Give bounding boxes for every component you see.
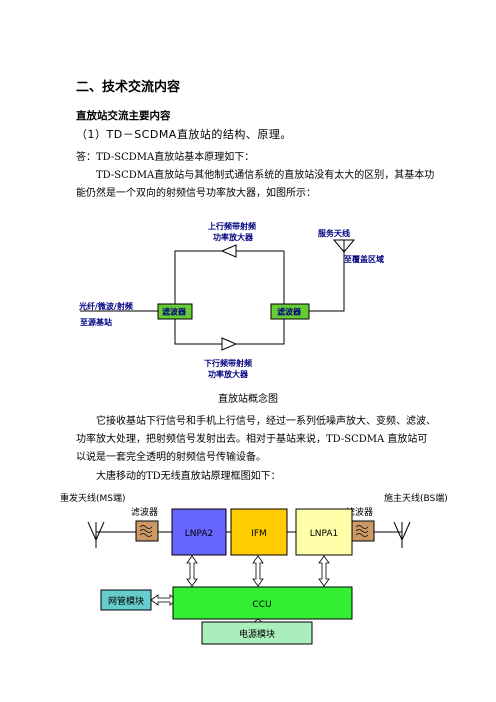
filter-left-icon [135, 520, 159, 542]
service-antenna-label: 服务天线 [318, 228, 350, 238]
nms-module-label: 网管模块 [108, 595, 144, 607]
uplink-amplifier-icon [220, 244, 237, 258]
downlink-amplifier-icon [221, 337, 238, 351]
sub-title: 直放站交流主要内容 [76, 110, 171, 122]
filter-right-label: 滤波器 [346, 506, 373, 518]
lnpa2-label: LNPA2 [185, 529, 213, 539]
retransmit-antenna-icon [87, 521, 105, 548]
item-heading: （1）TD－SCDMA直放站的结构、原理。 [76, 128, 292, 141]
nms-module-block [100, 589, 152, 611]
uplink-amp-label-2: 功率放大器 [213, 232, 254, 242]
service-antenna-icon [332, 239, 356, 258]
section-title: 二、技术交流内容 [76, 80, 181, 95]
downlink-amp-label-1: 下行频带射频 [204, 358, 252, 368]
filter-box-right [270, 303, 310, 320]
power-module-label: 电源模块 [239, 628, 275, 640]
ifm-block [230, 508, 288, 556]
filter-left-label: 滤波器 [162, 307, 187, 317]
answer-line: 答：TD-SCDMA直放站基本原理如下： [76, 152, 255, 163]
uplink-amp-label-1: 上行频带射频 [208, 221, 256, 231]
filter-right-label: 滤波器 [277, 307, 302, 317]
retransmit-antenna-label: 重发天线(MS端) [60, 492, 126, 504]
donor-station-label: 至源基站 [80, 317, 112, 327]
coverage-area-label: 至覆盖区域 [344, 254, 384, 264]
donor-antenna-icon [393, 521, 411, 548]
lnpa1-block [295, 508, 353, 556]
paragraph-intro: TD-SCDMA直放站与其他制式通信系统的直放站没有太大的区别，其基本功能仍然是… [76, 170, 435, 199]
downlink-amp-label-2: 功率放大器 [208, 369, 249, 379]
ccu-block [172, 586, 353, 620]
ifm-label: IFM [251, 529, 267, 539]
paragraph-description: 它接收基站下行信号和手机上行信号，经过一系列低噪声放大、变频、滤波、功率放大处理… [76, 416, 436, 463]
filter-left-label: 滤波器 [131, 506, 158, 518]
lnpa1-label: LNPA1 [310, 529, 338, 539]
donor-antenna-label: 施主天线(BS端) [384, 492, 448, 504]
ccu-label: CCU [252, 600, 271, 610]
antenna-feed-line [309, 258, 345, 312]
filter-right-icon [351, 520, 375, 542]
input-source-label: 光纤/微波/射频 [78, 301, 133, 311]
lnpa2-block [171, 508, 227, 556]
figure-caption: 直放站概念图 [218, 394, 278, 405]
power-module-block [201, 621, 313, 645]
paragraph-block-intro: 大唐移动的TD无线直放站原理框图如下： [96, 471, 281, 482]
filter-box-left [157, 303, 193, 320]
